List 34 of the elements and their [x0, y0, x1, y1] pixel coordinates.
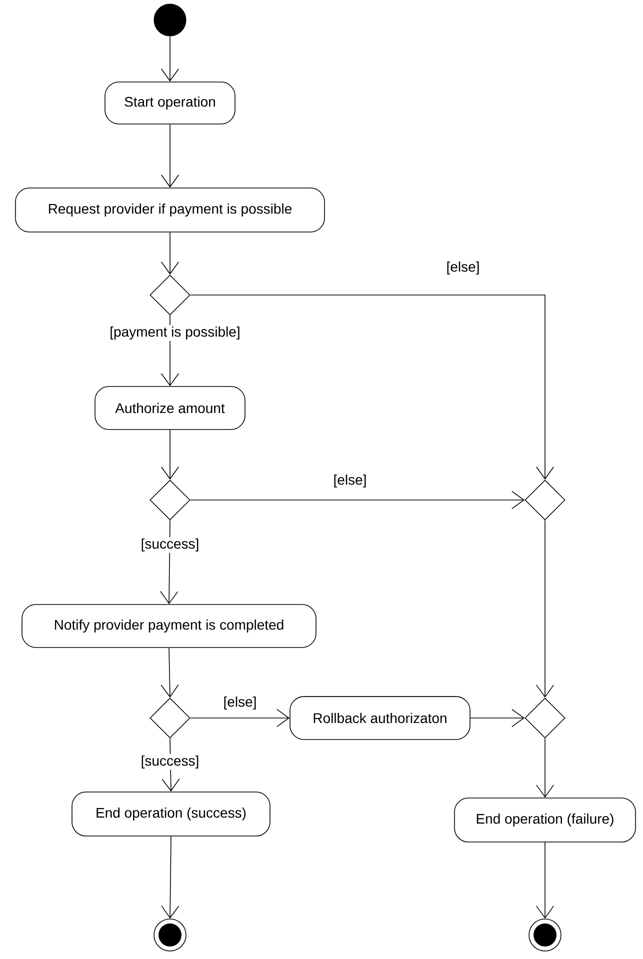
arrow — [536, 520, 554, 698]
arrow — [160, 36, 180, 82]
arrow — [190, 708, 290, 728]
decision-diamond — [524, 698, 566, 738]
edge-label: [else] — [444, 260, 482, 276]
action-box: Start operation — [104, 82, 236, 124]
arrow — [160, 232, 180, 275]
arrow — [536, 738, 554, 798]
start-node — [154, 4, 186, 36]
arrow — [190, 490, 525, 510]
action-box: Rollback authorizaton — [290, 696, 470, 740]
arrow — [161, 836, 180, 919]
decision-diamond — [150, 480, 190, 520]
arrow — [160, 429, 180, 480]
action-box: Request provider if payment is possible — [15, 188, 325, 232]
arrow — [190, 294, 554, 480]
action-box: End operation (failure) — [454, 798, 636, 842]
action-box: Notify provider payment is completed — [22, 604, 316, 648]
decision-diamond — [524, 480, 566, 520]
arrow — [470, 708, 525, 728]
edge-label: [success] — [140, 754, 200, 770]
edge-label: [payment is possible] — [108, 325, 242, 341]
decision-diamond — [150, 274, 190, 316]
arrow — [536, 842, 554, 919]
action-box: End operation (success) — [72, 792, 270, 836]
arrow — [160, 647, 179, 698]
final-node — [528, 918, 562, 952]
decision-diamond — [150, 698, 190, 738]
arrow — [160, 124, 180, 188]
action-box: Authorize amount — [94, 386, 246, 430]
final-node — [154, 918, 186, 952]
edge-label: [else] — [222, 695, 258, 711]
edge-label: [success] — [140, 537, 200, 553]
edge-label: [else] — [332, 473, 368, 489]
